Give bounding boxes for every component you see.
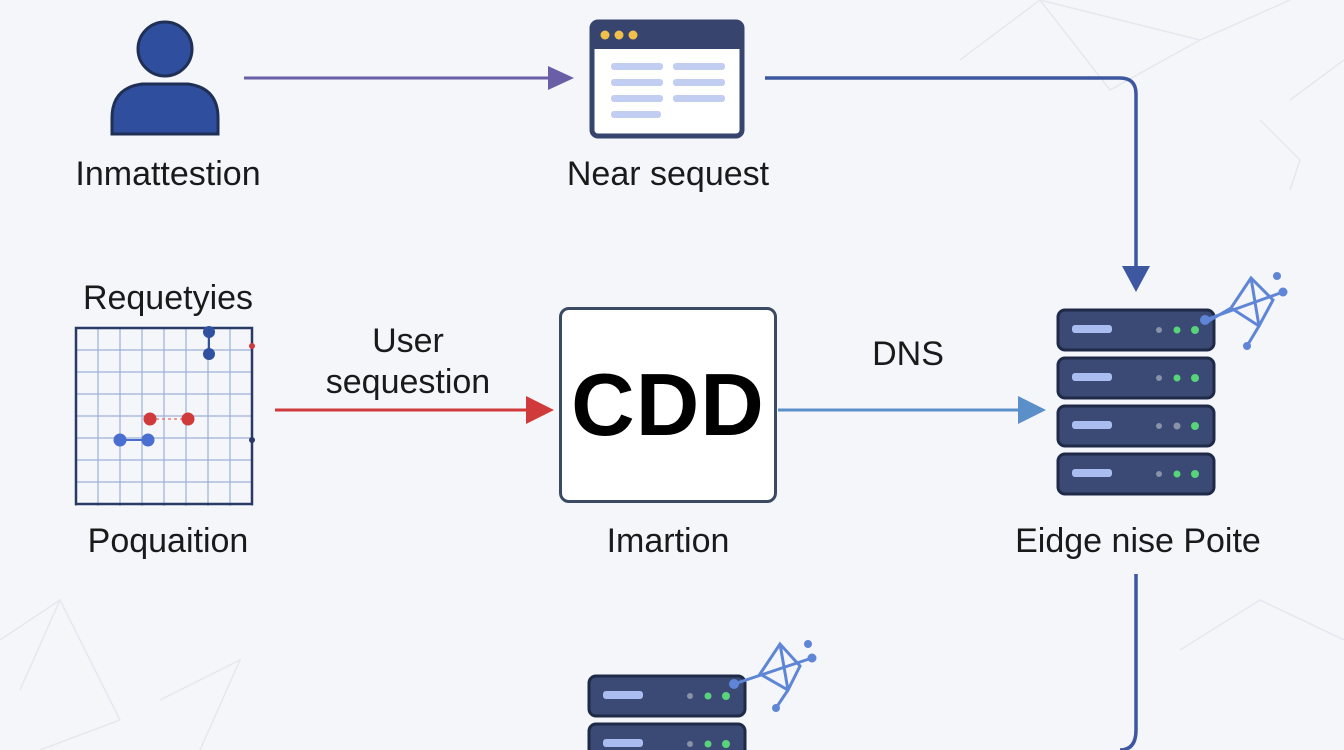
edge-server-label: Eidge nise Poite bbox=[1015, 522, 1261, 560]
chart-point bbox=[203, 326, 215, 338]
antenna-icon bbox=[1204, 275, 1284, 347]
edge-server-node bbox=[1055, 270, 1291, 498]
arrowhead-server-top bbox=[1122, 266, 1150, 292]
cdd-box: CDD bbox=[559, 307, 777, 503]
grid-chart-icon bbox=[74, 326, 255, 506]
lower-server-node bbox=[586, 638, 822, 750]
arrowhead-browser bbox=[548, 66, 574, 90]
user-icon bbox=[110, 20, 220, 136]
browser-label: Near sequest bbox=[566, 155, 770, 193]
chart-point bbox=[249, 343, 255, 349]
edge-server-down bbox=[1119, 574, 1138, 750]
server-rack-icon bbox=[587, 640, 817, 750]
server-rack-icon bbox=[1056, 272, 1288, 496]
edge-label-dns: DNS bbox=[872, 335, 944, 373]
chart-node bbox=[74, 326, 258, 510]
arrowhead-server-side bbox=[1018, 396, 1046, 424]
chart-point bbox=[143, 412, 157, 426]
user-node bbox=[108, 18, 222, 138]
chart-point bbox=[181, 412, 195, 426]
browser-window-icon bbox=[589, 19, 745, 139]
edge-browser-to-server bbox=[765, 76, 1138, 268]
chart-point bbox=[249, 437, 255, 443]
edge-label-user: User bbox=[372, 322, 444, 360]
chart-title: Requetyies bbox=[82, 279, 254, 317]
chart-caption: Poquaition bbox=[87, 522, 249, 560]
cdd-text: CDD bbox=[571, 355, 765, 454]
chart-point bbox=[141, 433, 155, 447]
cdd-caption: Imartion bbox=[606, 522, 730, 560]
user-label: Inmattestion bbox=[75, 155, 261, 193]
chart-point bbox=[203, 348, 215, 360]
edge-label-sequestion: sequestion bbox=[325, 363, 491, 401]
browser-node bbox=[589, 19, 747, 139]
arrowhead-cdd bbox=[526, 396, 554, 424]
chart-point bbox=[113, 433, 127, 447]
